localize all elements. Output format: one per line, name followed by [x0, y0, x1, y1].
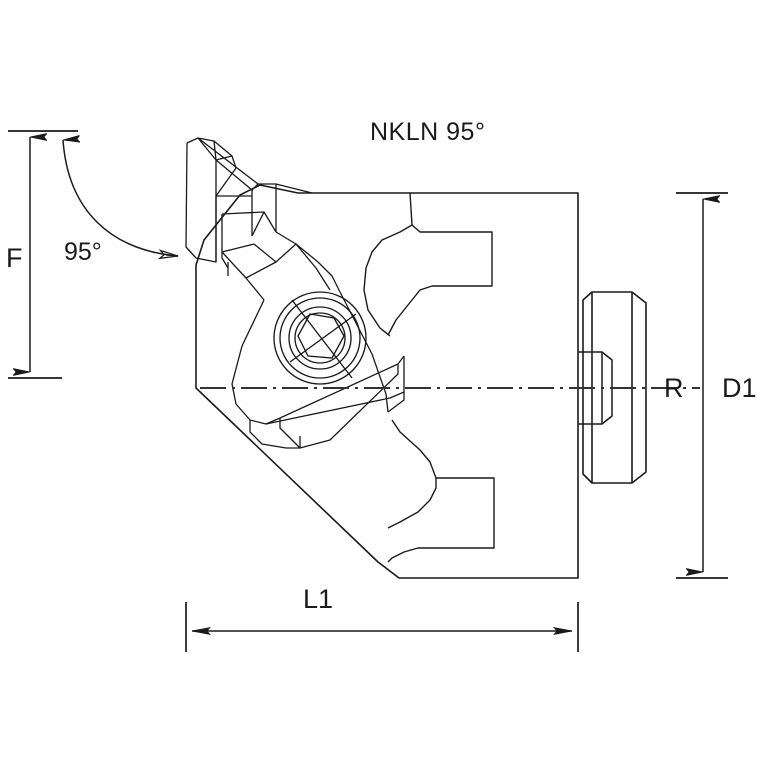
dimension-label-l1: L1 [303, 584, 334, 614]
dimension-d1 [676, 192, 728, 579]
insert-assembly [185, 137, 341, 301]
upper-pocket [363, 192, 493, 337]
insert-cutting-edge [185, 167, 237, 259]
dimension-label-r: R [664, 373, 684, 403]
angle-label: 95° [64, 238, 102, 266]
dimension-label-f: F [6, 243, 23, 273]
clamp-block [231, 291, 405, 449]
dimension-l1 [185, 602, 579, 652]
tool-body-outline [195, 184, 579, 579]
lower-pocket [387, 419, 495, 563]
drawing-title: NKLN 95° [370, 118, 486, 146]
dimension-label-d1: D1 [722, 373, 757, 403]
clamp-screw [273, 291, 367, 385]
dimension-f [8, 130, 78, 379]
angle-leader [62, 140, 178, 256]
